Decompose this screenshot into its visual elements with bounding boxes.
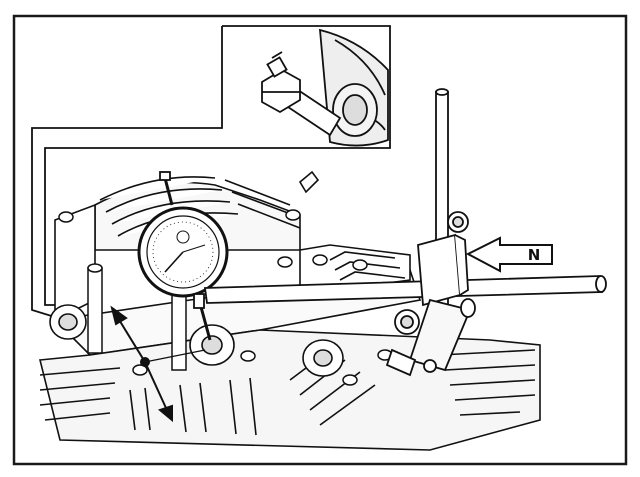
dial-gauge <box>137 171 229 341</box>
valve-adjusters <box>49 304 344 377</box>
callout-arrow-n <box>465 236 553 273</box>
cylinder-head-studs <box>58 209 393 386</box>
callout-label-n: N <box>528 246 541 264</box>
inset-detail-frame <box>31 25 391 319</box>
stand-clamp <box>385 211 476 377</box>
pointer-arrows <box>110 305 206 423</box>
gauge-support-rod <box>203 275 607 304</box>
inset-adjuster-screw <box>261 28 389 147</box>
